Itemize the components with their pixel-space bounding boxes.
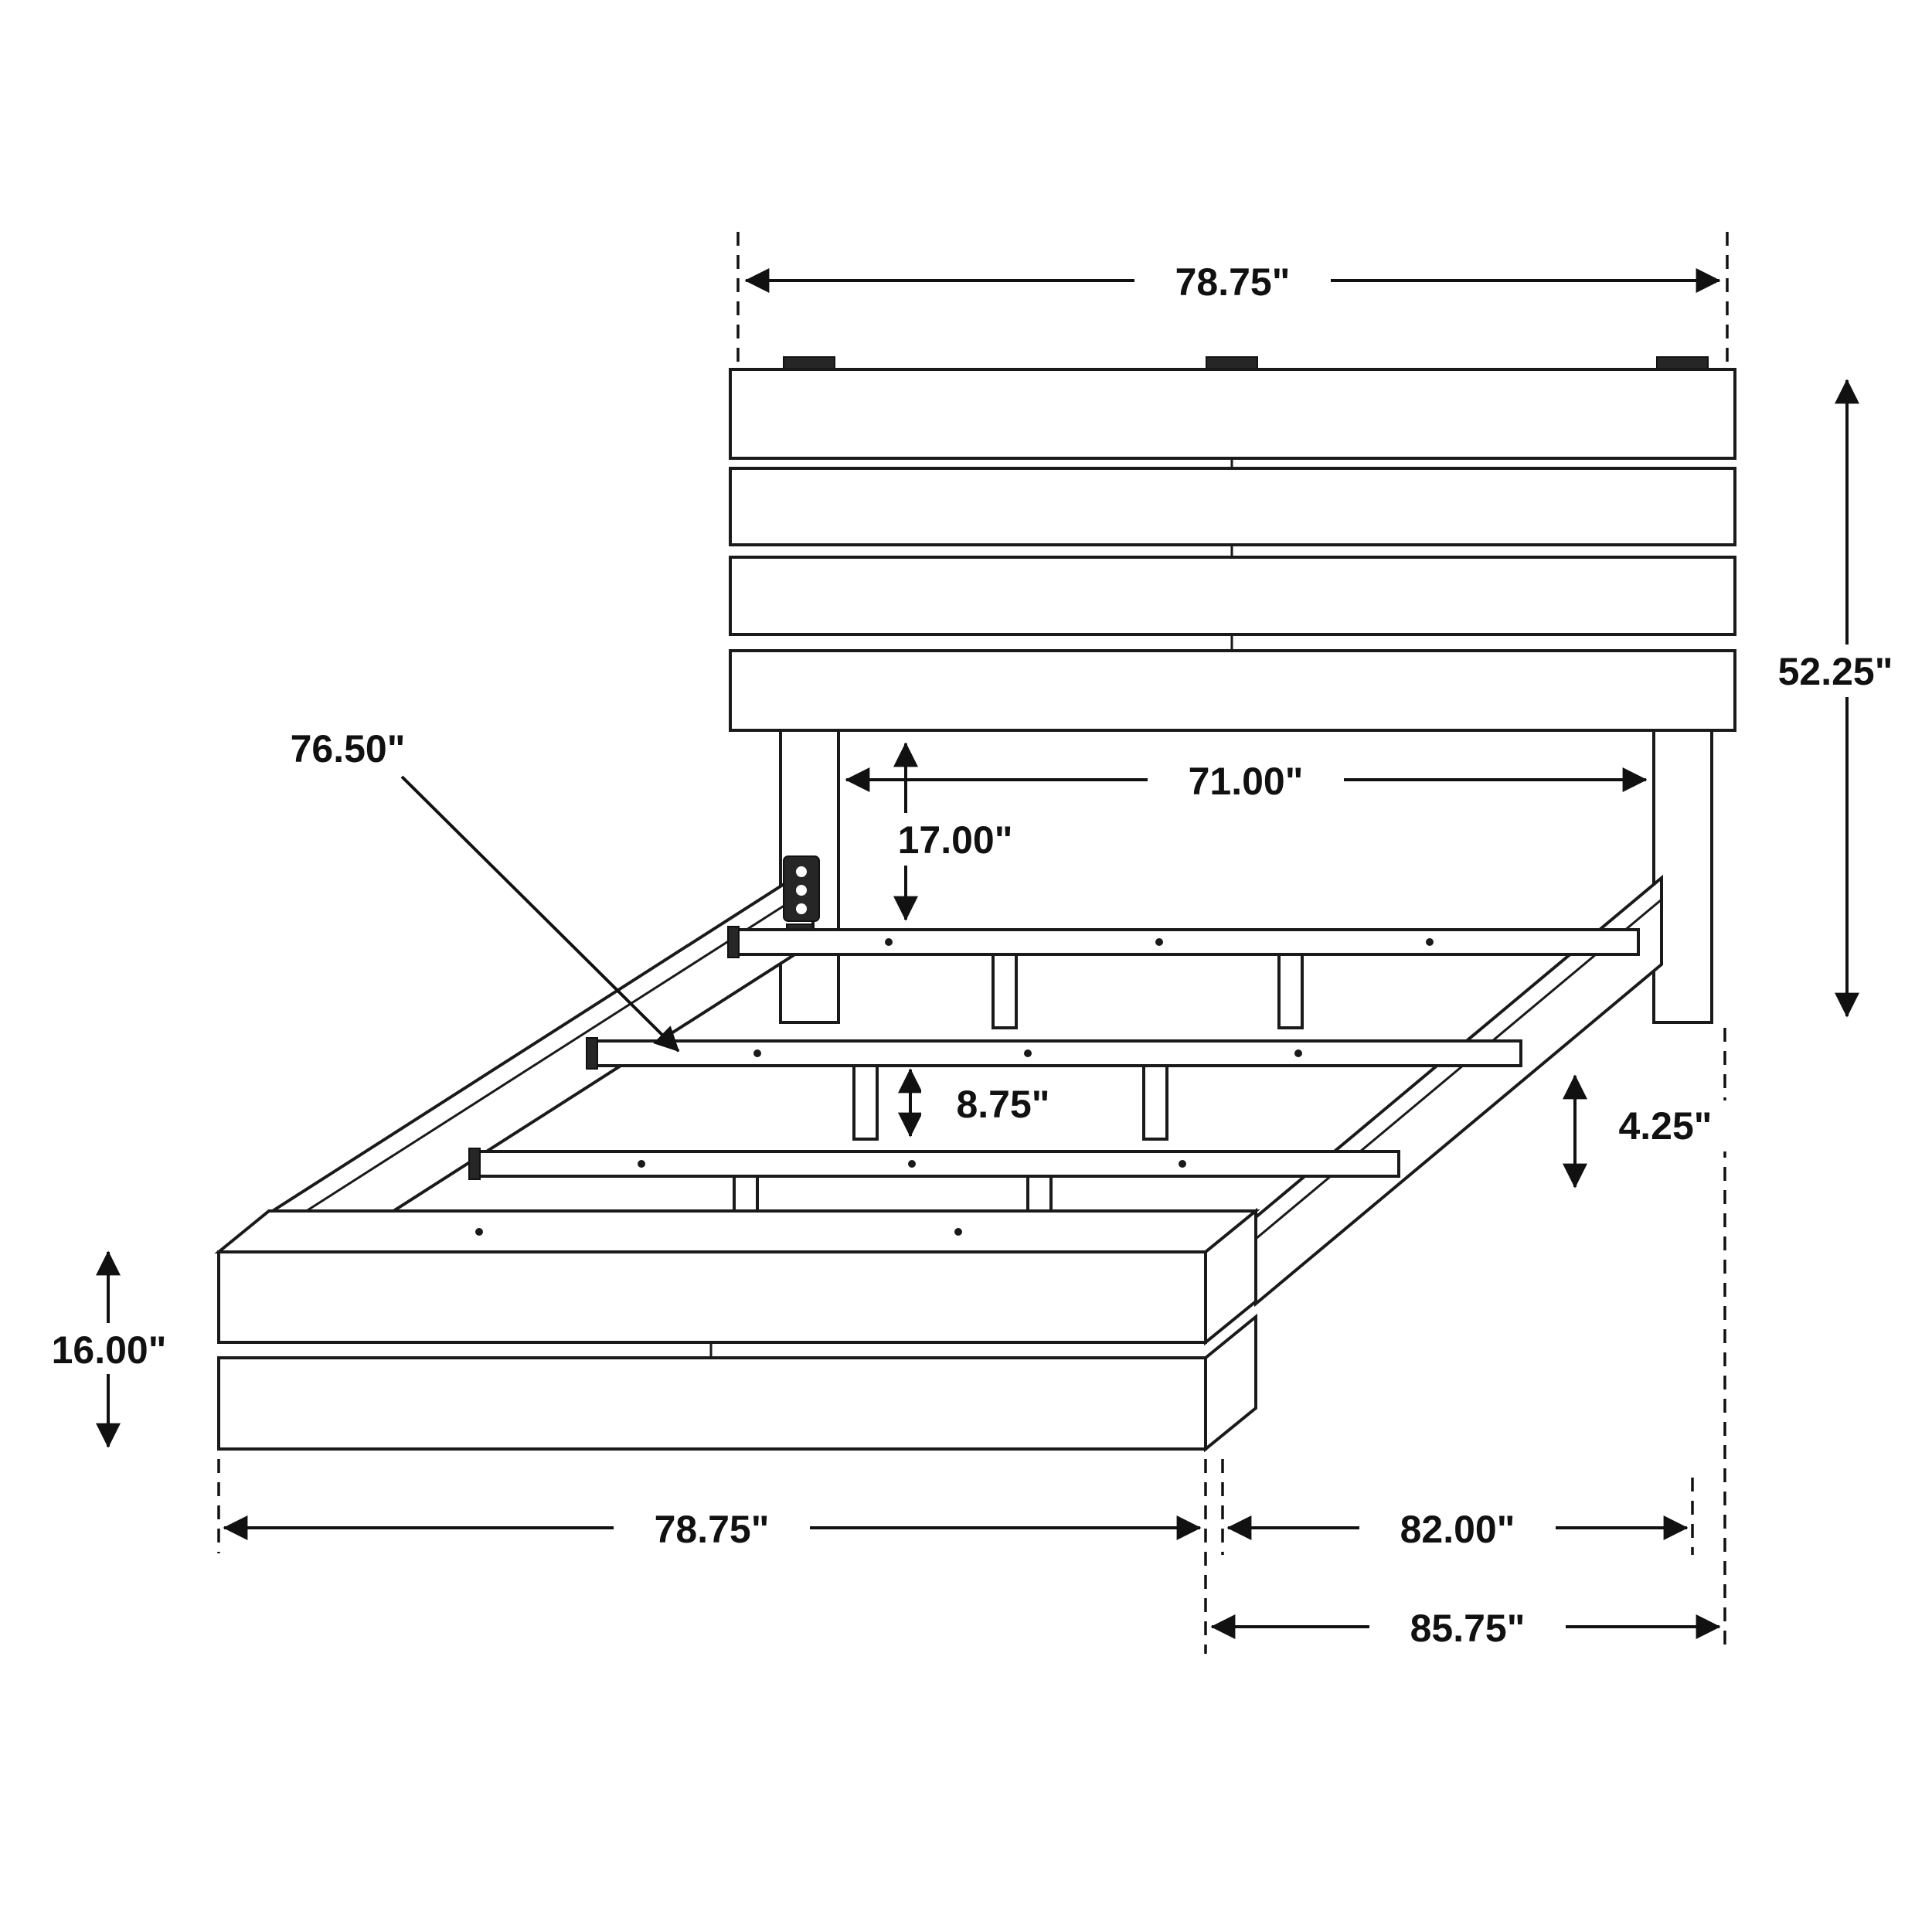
footboard-top-face bbox=[214, 1209, 1260, 1253]
dim-frame-length-label: 82.00" bbox=[1400, 1508, 1515, 1551]
screw-dot bbox=[885, 938, 893, 946]
slat-support-back-end-cap bbox=[727, 926, 740, 958]
headboard-slat-2 bbox=[729, 467, 1736, 546]
headboard bbox=[729, 356, 1736, 732]
headboard-slat-1 bbox=[729, 368, 1736, 460]
headboard-legs bbox=[779, 729, 1713, 1024]
dim-overall-length: 85.75" bbox=[1210, 1601, 1721, 1654]
headboard-right-leg bbox=[1652, 729, 1713, 1024]
slat-support-back-leg-left bbox=[992, 953, 1018, 1029]
screw-dot bbox=[1426, 938, 1434, 946]
screw-dot bbox=[954, 1228, 962, 1236]
screw-dot bbox=[908, 1160, 916, 1168]
dim-inner-width-label: 71.00" bbox=[1189, 760, 1304, 803]
headboard-top-tab-left bbox=[783, 356, 835, 370]
bracket-hole-3 bbox=[796, 903, 807, 914]
dim-headboard-width-label: 78.75" bbox=[1175, 260, 1291, 304]
dim-slat-support-length: 76.50" bbox=[250, 722, 680, 1053]
dim-footboard-height: 16.00" bbox=[12, 1250, 206, 1448]
screw-dot bbox=[1155, 938, 1163, 946]
dim-slat-support-leader bbox=[400, 775, 680, 1053]
dim-headboard-width: 78.75" bbox=[744, 255, 1721, 308]
slat-support-front-end-cap bbox=[468, 1148, 481, 1180]
footboard bbox=[214, 1207, 1260, 1453]
slat-support-back bbox=[731, 928, 1640, 956]
bracket-hole-2 bbox=[796, 885, 807, 896]
dim-slat-leg-height-label: 8.75" bbox=[956, 1083, 1049, 1126]
dim-rail-ledge-height-label: 4.25" bbox=[1618, 1104, 1712, 1148]
dim-frame-length: 82.00" bbox=[1226, 1502, 1689, 1555]
dim-inner-width: 71.00" bbox=[845, 754, 1648, 807]
right-side-rail-ledge-line bbox=[1255, 898, 1662, 1240]
slat-support-middle-leg-right bbox=[1142, 1064, 1168, 1141]
left-side-rail-ledge-line bbox=[268, 886, 814, 1236]
footboard-slat-top bbox=[217, 1250, 1207, 1344]
screw-dot bbox=[753, 1049, 761, 1057]
slat-support-middle-end-cap bbox=[586, 1037, 598, 1070]
dim-headboard-height-label: 52.25" bbox=[1778, 650, 1893, 693]
headboard-slat-4 bbox=[729, 649, 1736, 732]
dim-headboard-to-platform-label: 17.00" bbox=[898, 818, 1013, 862]
screw-dot bbox=[638, 1160, 645, 1168]
screw-dot bbox=[1179, 1160, 1186, 1168]
screw-dot bbox=[475, 1228, 483, 1236]
headboard-top-tab-center bbox=[1206, 356, 1258, 370]
dim-slat-support-length-label: 76.50" bbox=[291, 727, 406, 770]
headboard-top-tab-right bbox=[1656, 356, 1709, 370]
slat-support-front bbox=[472, 1150, 1400, 1178]
slat-support-back-leg-right bbox=[1277, 953, 1304, 1029]
dim-headboard-height: 52.25" bbox=[1740, 379, 1930, 1018]
dim-slat-leg-height: 8.75" bbox=[898, 1068, 1085, 1138]
screw-dot bbox=[1294, 1049, 1302, 1057]
dim-headboard-to-platform: 17.00" bbox=[858, 742, 1053, 921]
slat-support-middle bbox=[590, 1039, 1522, 1067]
dim-footboard-width-label: 78.75" bbox=[655, 1508, 770, 1551]
dim-footboard-height-label: 16.00" bbox=[52, 1328, 167, 1372]
footboard-slat-bottom bbox=[217, 1356, 1207, 1451]
screw-dot bbox=[1024, 1049, 1032, 1057]
slat-support-middle-leg-left bbox=[852, 1064, 879, 1141]
dim-overall-length-label: 85.75" bbox=[1410, 1607, 1526, 1650]
dim-footboard-width: 78.75" bbox=[223, 1502, 1202, 1555]
dim-rail-ledge-height: 4.25" bbox=[1563, 1074, 1745, 1189]
headboard-slat-3 bbox=[729, 556, 1736, 636]
bracket-hole-1 bbox=[796, 866, 807, 877]
